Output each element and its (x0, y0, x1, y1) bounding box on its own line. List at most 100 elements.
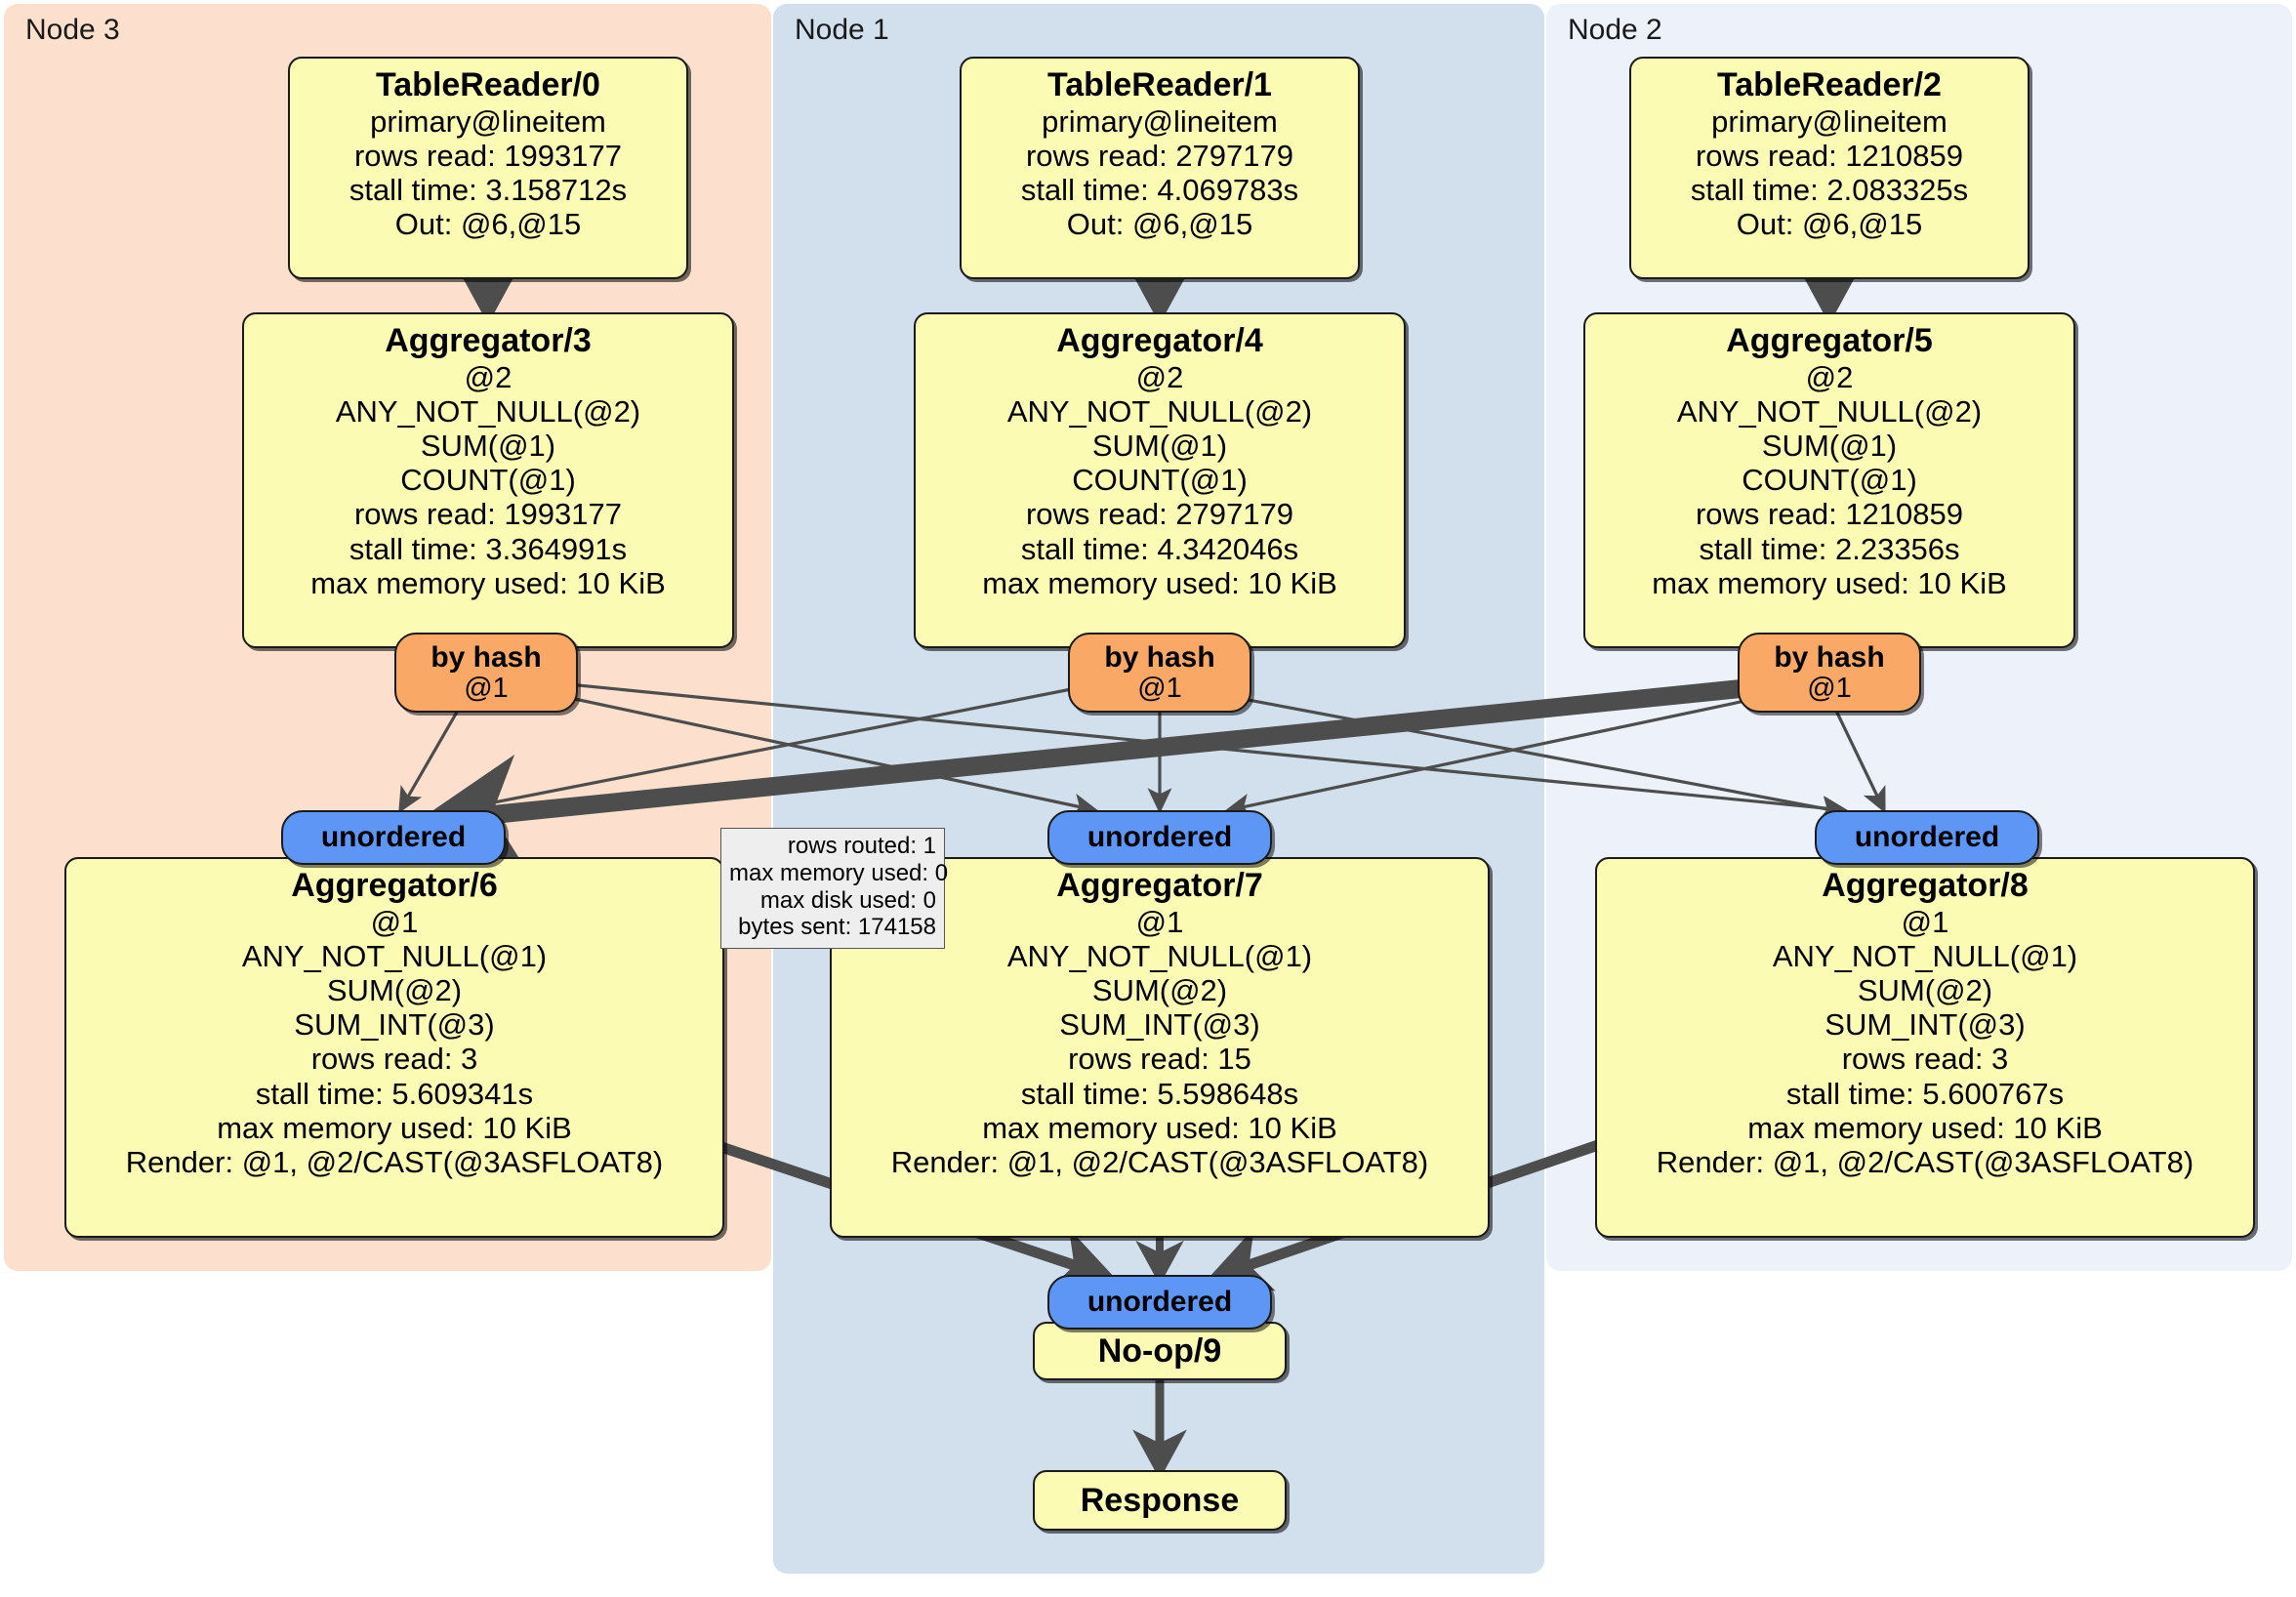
processor-detail-line: @1 (1901, 904, 1949, 939)
router-column: @1 (464, 672, 509, 704)
processor-tablereader-1[interactable]: TableReader/1 primary@lineitem rows read… (960, 57, 1360, 279)
processor-detail-line: rows read: 15 (1068, 1042, 1251, 1077)
processor-aggregator-8[interactable]: Aggregator/8 @1 ANY_NOT_NULL(@1) SUM(@2)… (1595, 857, 2255, 1238)
sync-unordered-8[interactable]: unordered (1815, 810, 2039, 865)
processor-detail-line: COUNT(@1) (1072, 463, 1248, 498)
processor-tablereader-2[interactable]: TableReader/2 primary@lineitem rows read… (1629, 57, 2030, 279)
processor-detail-line: stall time: 5.598648s (1020, 1076, 1299, 1111)
sync-label: unordered (1086, 821, 1233, 853)
processor-tablereader-0[interactable]: TableReader/0 primary@lineitem rows read… (288, 57, 688, 279)
processor-detail-line: SUM(@2) (1857, 973, 1993, 1008)
processor-detail-line: @1 (1135, 904, 1184, 939)
router-title: by hash (430, 641, 542, 675)
processor-detail-line: max memory used: 10 KiB (982, 1110, 1337, 1145)
sync-unordered-7[interactable]: unordered (1047, 810, 1272, 865)
processor-detail-line: Render: @1, @2/CAST(@3ASFLOAT8) (890, 1144, 1429, 1179)
processor-detail-line: COUNT(@1) (400, 463, 576, 498)
processor-detail-line: stall time: 4.342046s (1020, 531, 1299, 566)
cluster-label-node-2: Node 2 (1568, 14, 1662, 46)
processor-detail-line: rows read: 1210859 (1695, 138, 1964, 173)
stats-line: max disk used: 0 (759, 886, 936, 914)
processor-title: No-op/9 (1097, 1331, 1222, 1370)
processor-aggregator-6[interactable]: Aggregator/6 @1 ANY_NOT_NULL(@1) SUM(@2)… (64, 857, 724, 1238)
router-by-hash-5[interactable]: by hash @1 (1738, 633, 1921, 713)
processor-detail-line: SUM(@2) (326, 973, 463, 1008)
processor-detail-line: @2 (464, 359, 512, 394)
processor-detail-line: rows read: 2797179 (1025, 138, 1294, 173)
processor-detail-line: ANY_NOT_NULL(@2) (1006, 393, 1313, 429)
processor-aggregator-7[interactable]: Aggregator/7 @1 ANY_NOT_NULL(@1) SUM(@2)… (830, 857, 1490, 1238)
sync-label: unordered (1086, 1286, 1233, 1318)
router-by-hash-3[interactable]: by hash @1 (394, 633, 578, 713)
processor-detail-line: Out: @6,@15 (1736, 207, 1923, 242)
processor-detail-line: ANY_NOT_NULL(@1) (1772, 938, 2078, 973)
processor-detail-line: stall time: 3.364991s (348, 531, 628, 566)
processor-detail-line: SUM(@1) (420, 429, 556, 464)
processor-detail-line: Out: @6,@15 (394, 207, 582, 242)
processor-detail-line: Render: @1, @2/CAST(@3ASFLOAT8) (1656, 1144, 2194, 1179)
processor-detail-line: ANY_NOT_NULL(@2) (1676, 393, 1983, 429)
cluster-label-node-3: Node 3 (25, 14, 120, 46)
processor-detail-line: @2 (1135, 359, 1184, 394)
processor-aggregator-5[interactable]: Aggregator/5 @2 ANY_NOT_NULL(@2) SUM(@1)… (1583, 312, 2075, 648)
processor-title: Aggregator/7 (1056, 867, 1263, 904)
sync-unordered-9[interactable]: unordered (1047, 1275, 1272, 1330)
sync-label: unordered (320, 821, 467, 853)
processor-detail-line: rows read: 2797179 (1025, 497, 1294, 532)
processor-detail-line: ANY_NOT_NULL(@1) (1006, 938, 1313, 973)
processor-detail-line: primary@lineitem (1042, 103, 1278, 139)
processor-detail-line: stall time: 5.600767s (1785, 1076, 2065, 1111)
processor-aggregator-4[interactable]: Aggregator/4 @2 ANY_NOT_NULL(@2) SUM(@1)… (914, 312, 1406, 648)
processor-detail-line: ANY_NOT_NULL(@1) (241, 938, 548, 973)
processor-detail-line: rows read: 1993177 (353, 138, 623, 173)
processor-detail-line: max memory used: 10 KiB (982, 565, 1337, 600)
stats-line: bytes sent: 174158 (738, 914, 936, 941)
processor-response[interactable]: Response (1033, 1470, 1287, 1531)
processor-noop-9[interactable]: No-op/9 (1033, 1322, 1287, 1380)
processor-detail-line: ANY_NOT_NULL(@2) (335, 393, 641, 429)
processor-title: Aggregator/6 (291, 867, 498, 904)
processor-detail-line: stall time: 5.609341s (255, 1076, 534, 1111)
router-by-hash-4[interactable]: by hash @1 (1068, 633, 1251, 713)
processor-detail-line: max memory used: 10 KiB (1652, 565, 2007, 600)
processor-detail-line: Out: @6,@15 (1066, 207, 1253, 242)
processor-detail-line: stall time: 2.083325s (1690, 173, 1969, 208)
processor-detail-line: @2 (1805, 359, 1854, 394)
processor-title: TableReader/2 (1717, 66, 1942, 103)
processor-detail-line: rows read: 1993177 (353, 497, 623, 532)
processor-detail-line: rows read: 1210859 (1695, 497, 1964, 532)
processor-detail-line: stall time: 3.158712s (348, 173, 628, 208)
sync-label: unordered (1854, 821, 2000, 853)
processor-detail-line: stall time: 2.23356s (1699, 531, 1960, 566)
router-column: @1 (1807, 672, 1852, 704)
processor-detail-line: COUNT(@1) (1742, 463, 1917, 498)
processor-aggregator-3[interactable]: Aggregator/3 @2 ANY_NOT_NULL(@2) SUM(@1)… (242, 312, 734, 648)
stats-line: max memory used: 0 (729, 859, 949, 886)
processor-detail-line: primary@lineitem (1711, 103, 1948, 139)
processor-title: Aggregator/8 (1822, 867, 2029, 904)
processor-title: Aggregator/5 (1726, 322, 1933, 359)
processor-detail-line: @1 (370, 904, 419, 939)
processor-title: Aggregator/3 (385, 322, 592, 359)
processor-detail-line: rows read: 3 (1841, 1042, 2009, 1077)
processor-title: TableReader/0 (376, 66, 600, 103)
router-title: by hash (1774, 641, 1885, 675)
processor-detail-line: SUM(@1) (1761, 429, 1898, 464)
processor-title: TableReader/1 (1047, 66, 1272, 103)
processor-detail-line: SUM(@1) (1091, 429, 1228, 464)
processor-detail-line: max memory used: 10 KiB (217, 1110, 572, 1145)
router-title: by hash (1104, 641, 1215, 675)
processor-detail-line: SUM(@2) (1091, 973, 1228, 1008)
sync-unordered-6[interactable]: unordered (281, 810, 506, 865)
cluster-label-node-1: Node 1 (795, 14, 889, 46)
stats-tooltip-box: rows routed: 1 max memory used: 0 max di… (720, 828, 949, 949)
processor-detail-line: max memory used: 10 KiB (310, 565, 666, 600)
processor-detail-line: max memory used: 10 KiB (1747, 1110, 2103, 1145)
processor-detail-line: primary@lineitem (370, 103, 606, 139)
router-column: @1 (1137, 672, 1182, 704)
processor-detail-line: stall time: 4.069783s (1020, 173, 1299, 208)
stats-line: rows routed: 1 (787, 833, 936, 859)
processor-title: Aggregator/4 (1056, 322, 1263, 359)
processor-detail-line: Render: @1, @2/CAST(@3ASFLOAT8) (125, 1144, 664, 1179)
